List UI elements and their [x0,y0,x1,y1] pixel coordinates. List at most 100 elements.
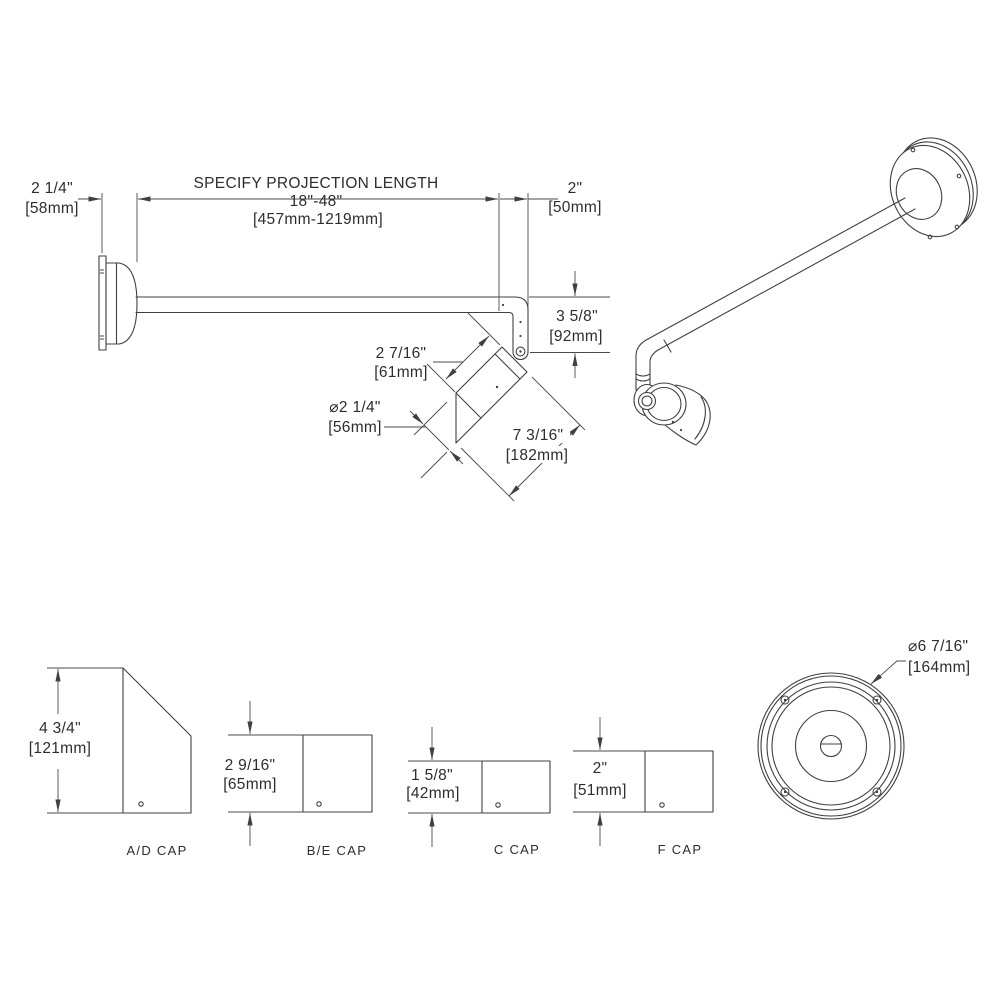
canopy-back-view: ⌀6 7/16" [164mm] [757,638,970,820]
dim-head-body-in: 2 7/16" [376,345,427,362]
screw-center [875,790,879,794]
ext-line [531,376,586,431]
screw-icon [780,787,790,797]
screw-center [783,698,787,702]
screw-icon [872,787,882,797]
dim-line [445,335,490,380]
dim-drop-in: 3 5/8" [556,308,598,325]
canopy-dome [895,168,943,220]
cap-ad-outline [122,667,192,814]
arm-edge-bottom [657,208,916,351]
head-screw-dot-2 [679,428,683,432]
head-back-seam [494,353,521,380]
cap-ad-screw [138,801,144,807]
dim-plate-depth-mm: [58mm] [25,200,78,217]
arm-bottom-edge [135,311,514,353]
label-mask [500,446,574,463]
cap-be: 2 9/16" [65mm] B/E CAP [223,701,373,858]
screw-icon [780,695,790,705]
cap-f-outline [644,750,714,813]
cap-ad-height-in: 4 3/4" [39,720,81,737]
dim-arrow [409,410,424,425]
dim-elbow-mm: [50mm] [548,199,601,216]
cap-ad: 4 3/4" [121mm] A/D CAP [29,667,192,858]
cap-be-screw [316,801,322,807]
cap-f: 2" [51mm] F CAP [573,717,714,857]
cap-c-height-in: 1 5/8" [411,767,453,784]
canopy-screw-4 [927,234,933,240]
screw-center [783,790,787,794]
cap-f-screw [659,802,665,808]
arm-end-seam [663,339,672,353]
dim-head-dia-mm: [56mm] [328,419,381,436]
tube-seam [635,373,651,382]
cap-be-height-mm: [65mm] [223,776,276,793]
dim-head-len-mm: [182mm] [506,447,568,464]
cap-f-height-in: 2" [593,760,608,777]
cap-ad-height-mm: [121mm] [29,740,91,757]
dim-drop-mm: [92mm] [549,328,602,345]
cap-c-height-mm: [42mm] [406,785,459,802]
elbow-rounded-end [512,351,529,360]
elbow-outer [635,338,649,391]
canopy-dia-in: ⌀6 7/16" [908,638,968,655]
dim-arrow [449,450,464,465]
elbow-screw-dot-2 [519,334,522,338]
canopy-screw-3 [954,224,960,230]
cap-f-label: F CAP [658,842,703,857]
dim-head-dia-in: ⌀2 1/4" [329,399,380,416]
canopy-screw-2 [956,173,962,179]
ext-line [420,451,448,479]
pivot-bolt-outer [637,391,657,411]
cap-be-label: B/E CAP [307,843,367,858]
ext-line [426,363,456,393]
projection-range-mm: [457mm-1219mm] [253,211,383,228]
cap-f-height-mm: [51mm] [573,782,626,799]
screw-icon [872,695,882,705]
canopy-outer-circle [757,672,905,820]
ext-line [467,312,501,346]
ext-line [460,447,515,502]
head-cap-seam [455,392,482,419]
canopy-rim-circle [760,675,902,817]
dim-head-len-in: 7 3/16" [513,427,564,444]
canopy-side [105,262,138,345]
pivot-bolt-inner [641,395,653,407]
label-mask [507,427,570,443]
canopy-dome-circle [794,709,868,783]
cap-c: 1 5/8" [42mm] C CAP [406,727,551,857]
perspective-view [633,137,978,446]
dim-elbow-in: 2" [568,180,583,197]
cap-c-screw [495,802,501,808]
cap-c-outline [481,760,551,814]
cap-ad-label: A/D CAP [126,843,187,858]
elbow-screw-dot-1 [519,320,522,324]
ext-line [413,401,448,436]
pivot-bolt-center [519,350,522,353]
projection-title: SPECIFY PROJECTION LENGTH [194,175,439,192]
canopy-ring-outer [766,681,896,811]
cap-c-label: C CAP [494,842,540,857]
cap-be-outline [302,734,373,813]
dim-line [423,424,450,451]
canopy-screw-1 [910,147,916,153]
arm-screw-dot [501,303,505,307]
cap-be-height-in: 2 9/16" [225,757,276,774]
canopy-center-hub [819,734,843,758]
pivot-bolt [515,346,526,357]
elbow-inner [649,349,659,391]
canopy-dia-mm: [164mm] [908,659,970,676]
dim-plate-depth-in: 2 1/4" [31,180,73,197]
head-opening-rim [694,396,706,440]
arm-top-edge [135,296,529,353]
canopy-back-screws [780,695,882,797]
side-view: 2 1/4" [58mm] SPECIFY PROJECTION LENGTH … [25,175,610,502]
arm-edge-top [647,197,906,340]
screw-center [875,698,879,702]
head-screw-dot-1 [671,420,675,424]
wall-plate-screws [100,269,104,340]
canopy-ring-inner [771,686,891,806]
projection-range-in: 18"-48" [290,193,343,210]
